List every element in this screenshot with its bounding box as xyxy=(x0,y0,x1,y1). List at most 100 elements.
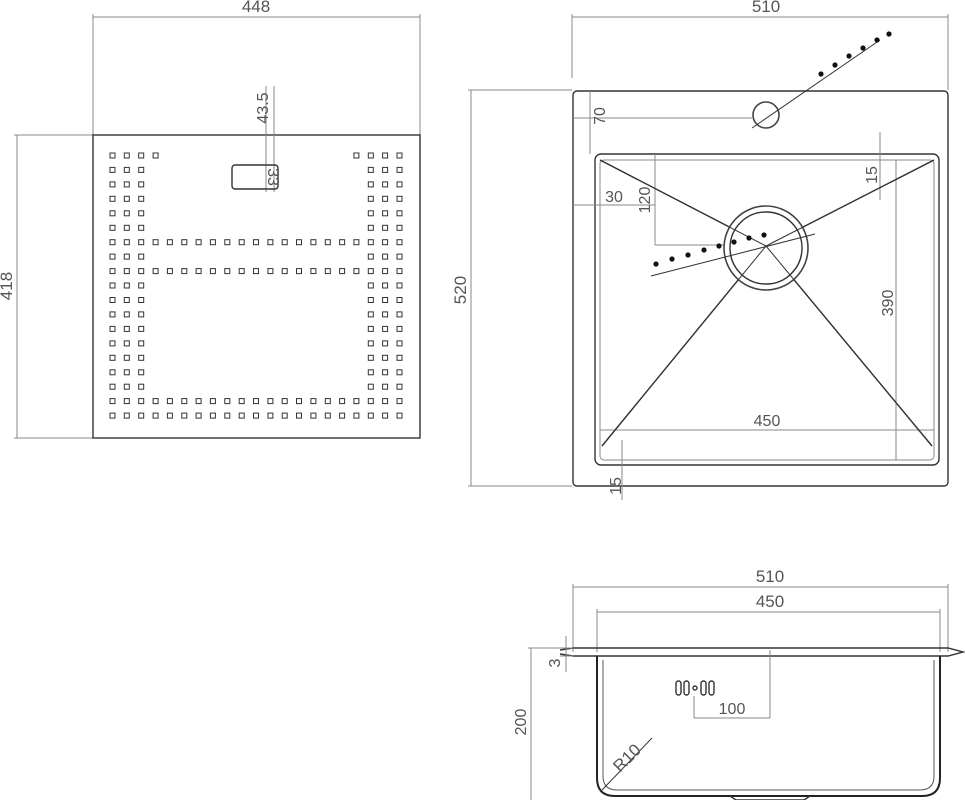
perforation-square xyxy=(324,412,331,419)
perforation-square xyxy=(123,181,130,188)
perforation-square xyxy=(123,311,130,318)
perforation-square xyxy=(138,166,145,173)
perforation-square xyxy=(224,268,231,275)
side-bowl-body xyxy=(596,656,941,797)
thickness-label: 3 xyxy=(547,658,564,667)
leader-dot xyxy=(716,243,722,249)
perforation-square xyxy=(195,239,202,246)
perforation-square xyxy=(382,383,389,390)
perforation-square xyxy=(238,239,245,246)
perforation-square xyxy=(367,224,374,231)
tap-leader-line xyxy=(751,39,881,129)
perforation-square xyxy=(109,181,116,188)
perforation-square xyxy=(138,297,145,303)
leader-dot xyxy=(653,261,659,267)
perforation-square xyxy=(224,398,231,405)
perforation-square xyxy=(339,268,346,275)
perforation-square xyxy=(138,311,145,318)
drain-leader-line xyxy=(650,233,816,277)
sink-side-view: 510 450 3 200 100 xyxy=(513,567,965,800)
overflow-slot xyxy=(675,680,682,696)
leader-dot xyxy=(669,256,675,262)
leader-dot xyxy=(860,45,866,51)
perforation-square xyxy=(109,383,116,390)
bowl-width-label: 450 xyxy=(754,413,781,430)
perforation-square xyxy=(123,369,130,376)
tap-hole xyxy=(752,101,780,129)
perforation-square xyxy=(109,253,116,260)
perforation-square xyxy=(195,268,202,275)
drain-inner-ring xyxy=(729,211,803,285)
perforation-square xyxy=(123,412,130,419)
perforation-square xyxy=(109,152,116,159)
perforation-square xyxy=(396,195,403,202)
perforation-square xyxy=(152,412,159,419)
top-height-label: 520 xyxy=(451,276,470,304)
side-bowl-width-label: 450 xyxy=(756,592,784,611)
drain-slot xyxy=(231,164,279,190)
side-drain-bottom xyxy=(729,795,811,800)
perforation-square xyxy=(382,253,389,260)
perforation-square xyxy=(138,268,145,275)
perforation-square xyxy=(123,325,130,332)
perforation-square xyxy=(181,239,188,246)
perforation-square xyxy=(209,239,216,246)
perforation-square xyxy=(123,354,130,361)
perforation-square xyxy=(166,268,173,275)
perforation-square xyxy=(138,210,145,217)
overflow-label: 100 xyxy=(719,701,746,718)
perforation-square xyxy=(367,383,374,390)
perforation-square xyxy=(296,268,302,275)
perforation-square xyxy=(382,282,389,289)
side-bowl-inner xyxy=(602,660,935,791)
perforation-square xyxy=(138,340,145,347)
perforation-square xyxy=(166,398,173,405)
perforation-square xyxy=(353,412,360,419)
perforation-square xyxy=(253,239,259,246)
sink-bowl-outer xyxy=(594,153,940,466)
perforation-square xyxy=(353,268,360,275)
perforation-square xyxy=(123,268,130,275)
side-margin-label: 30 xyxy=(605,189,623,206)
perforation-square xyxy=(138,181,145,188)
drain-diag-overlay-1 xyxy=(599,159,767,247)
perforation-square xyxy=(281,268,288,275)
grid-height-label: 418 xyxy=(0,272,16,300)
perforation-square xyxy=(396,354,403,361)
perforation-square xyxy=(382,340,389,347)
perforation-square xyxy=(367,253,374,260)
perforation-square xyxy=(253,398,259,405)
perforation-square xyxy=(267,398,274,405)
perforation-square xyxy=(367,354,374,361)
perforation-square xyxy=(281,239,288,246)
perforation-square xyxy=(396,239,403,246)
perforation-square xyxy=(123,383,130,390)
perforation-square xyxy=(109,412,116,419)
perforation-square xyxy=(396,268,403,275)
leader-dot xyxy=(846,53,852,59)
overflow-slot xyxy=(700,680,707,696)
perforation-square xyxy=(253,268,259,275)
perforation-square xyxy=(367,398,374,405)
perforation-square xyxy=(123,224,130,231)
perforation-square xyxy=(396,181,403,188)
perforation-square xyxy=(367,369,374,376)
perforation-square xyxy=(310,412,317,419)
perforation-square xyxy=(353,152,360,159)
perforation-square xyxy=(396,224,403,231)
grid-width-label: 448 xyxy=(242,0,270,16)
perforation-square xyxy=(382,412,389,419)
tap-leader-dots xyxy=(818,31,892,77)
perforation-square xyxy=(267,412,274,419)
drain-offset-label: 120 xyxy=(637,187,654,214)
perforation-square xyxy=(109,369,116,376)
top-width-label: 510 xyxy=(752,0,780,16)
perforation-square xyxy=(267,239,274,246)
leader-dot xyxy=(832,62,838,68)
perforation-square xyxy=(382,398,389,405)
perforation-square xyxy=(396,282,403,289)
perforation-square xyxy=(382,239,389,246)
overflow-slot xyxy=(683,680,690,696)
perforation-square xyxy=(396,398,403,405)
